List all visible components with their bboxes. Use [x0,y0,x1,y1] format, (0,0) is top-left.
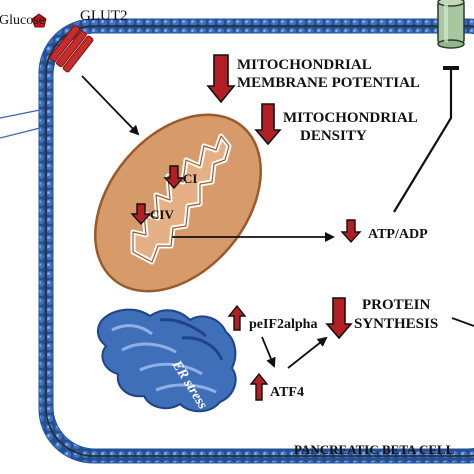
mmp-label-line2: MEMBRANE POTENTIAL [237,75,420,91]
peif2alpha-up-arrow [227,304,247,331]
connector-arrows [81,66,474,369]
peif2alpha-label: peIF2alpha [249,317,317,332]
glut2-transporter [49,25,94,73]
civ-label: CIV [150,207,174,222]
glucose-molecule [31,13,47,28]
cell-label: PANCREATIC BETA CELL [294,442,455,457]
atp-inhibits-channel [393,66,459,213]
density-label-line1: MITOCHONDRIAL [283,110,418,126]
glucose-label: Glucose [0,13,45,28]
mmp-label-line1: MITOCHONDRIAL [237,57,372,73]
density-down-arrow [254,103,282,146]
glut2-to-mito-arrow [81,75,140,136]
protein-synthesis-down-arrow [325,297,353,340]
k-atp-channel [437,0,465,49]
ci-label: CI [183,171,197,186]
density-label-line2: DENSITY [300,128,367,144]
endoplasmic-reticulum [96,308,237,413]
civ-down-arrow [130,203,152,226]
glut2-label: GLUT2 [80,8,128,24]
protein-synthesis-line [451,317,474,327]
mitochondrion [94,113,262,293]
extracellular-lines [0,109,41,139]
atp-adp-down-arrow [340,219,362,244]
atp-adp-label: ATP/ADP [368,227,428,242]
mmp-down-arrow [206,54,236,104]
atf4-to-protein-arrow [287,336,328,369]
cell-membrane [38,18,474,464]
protein-synthesis-label-line1: PROTEIN [362,297,431,313]
atf4-up-arrow [249,372,269,401]
ci-down-arrow [163,165,185,190]
peif2-to-atf4-arrow [261,336,276,368]
protein-synthesis-label-line2: SYNTHESIS [354,316,438,332]
atf4-label: ATF4 [270,385,304,400]
